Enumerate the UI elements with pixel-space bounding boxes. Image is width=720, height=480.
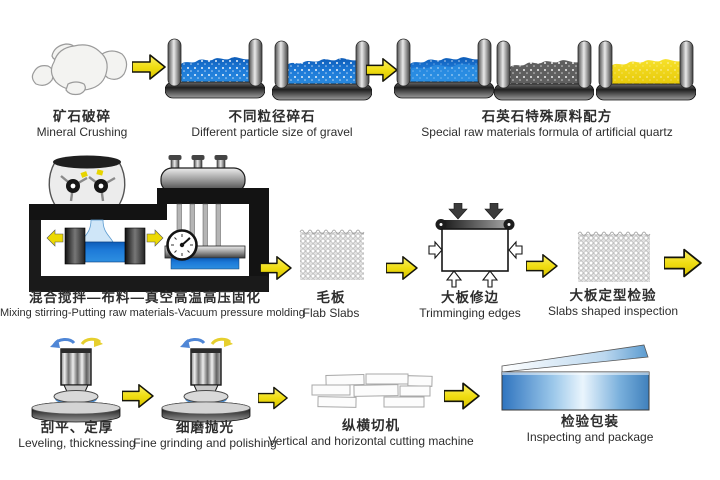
trim-left-arrow-icon [428,240,443,260]
label-en: Mineral Crushing [36,125,128,139]
label-en: Flab Slabs [302,306,360,320]
finished-slab-package-illustration [501,344,650,411]
flow-arrow-icon [122,384,154,408]
label-en: Inspecting and package [526,430,654,444]
label-en: Trimminging edges [419,306,521,320]
label-zh: 检验包装 [561,414,619,429]
station-label-formula: 石英石特殊原料配方 Special raw materials formula … [397,108,697,140]
station-label-trimming: 大板修边 Trimminging edges [395,289,545,321]
label-zh: 不同粒径碎石 [228,109,316,124]
polishing-machine-illustration [161,337,251,423]
trim-up-arrow-icon [481,270,499,288]
station-label-inspection: 大板定型检验 Slabs shaped inspection [528,287,698,319]
flow-arrow-icon [444,382,480,410]
station-label-leveling: 刮平、定厚 Leveling, thicknessing [0,419,162,451]
flab-slab-illustration [299,229,365,280]
flow-arrow-icon [258,386,288,410]
flow-arrow-icon [664,248,702,278]
flow-arrow-icon [132,54,166,80]
vessel-gray-material [494,40,594,101]
station-label-mineral-crushing: 矿石破碎 Mineral Crushing [2,108,162,140]
station-label-cutting: 纵横切机 Vertical and horizontal cutting mac… [241,417,501,449]
flow-arrow-icon [260,256,292,280]
rotation-arrow-yellow-icon [80,337,102,345]
label-zh: 石英石特殊原料配方 [481,109,613,124]
trim-right-arrow-icon [508,240,523,260]
leveling-machine-illustration [31,337,121,423]
trimming-edges-illustration [428,203,523,288]
rotation-arrow-yellow-icon [210,337,232,345]
station-label-packaging: 检验包装 Inspecting and package [490,413,690,445]
flow-arrow-icon [386,256,418,280]
label-en: Vertical and horizontal cutting machine [268,434,474,448]
inspection-slab-illustration [577,231,651,282]
label-en: Different particle size of gravel [191,125,353,139]
label-zh: 大板修边 [441,290,499,305]
press-down-arrow-icon [448,203,468,220]
station-label-grinding: 细磨抛光 Fine grinding and polishing [110,419,300,451]
push-right-arrow-icon [146,229,164,247]
label-en: Slabs shaped inspection [547,304,679,318]
flow-arrow-icon [366,58,398,82]
station-label-flab-slabs: 毛板 Flab Slabs [271,289,391,321]
label-zh: 矿石破碎 [53,109,111,124]
vessel-blue-gravel [165,38,265,99]
label-en: Mixing stirring-Putting raw materials-Va… [0,307,305,319]
label-zh: 混合搅拌—布料—真空高温高压固化 [29,290,261,305]
raw-stones-illustration [31,43,128,96]
vessel-blue-material [394,38,494,99]
pressure-gauge-icon [166,229,198,261]
flow-arrow-icon [526,254,558,278]
label-zh: 细磨抛光 [176,420,234,435]
vessel-blue-gravel [272,40,372,101]
trim-up-arrow-icon [445,270,463,288]
vessel-yellow-material [596,40,696,101]
label-en: Leveling, thicknessing [18,436,136,450]
label-en: Special raw materials formula of artific… [421,125,673,139]
cut-slab-pieces-illustration [311,373,433,408]
push-left-arrow-icon [46,229,64,247]
label-en: Fine grinding and polishing [133,436,277,450]
label-zh: 刮平、定厚 [40,420,114,435]
mixing-molding-machine-illustration [29,155,269,292]
station-label-mixing: 混合搅拌—布料—真空高温高压固化 Mixing stirring-Putting… [0,289,305,321]
station-label-gravel: 不同粒径碎石 Different particle size of gravel [162,108,382,140]
label-zh: 大板定型检验 [569,288,657,303]
label-zh: 纵横切机 [342,418,400,433]
press-down-arrow-icon [484,203,504,220]
label-zh: 毛板 [316,290,346,305]
